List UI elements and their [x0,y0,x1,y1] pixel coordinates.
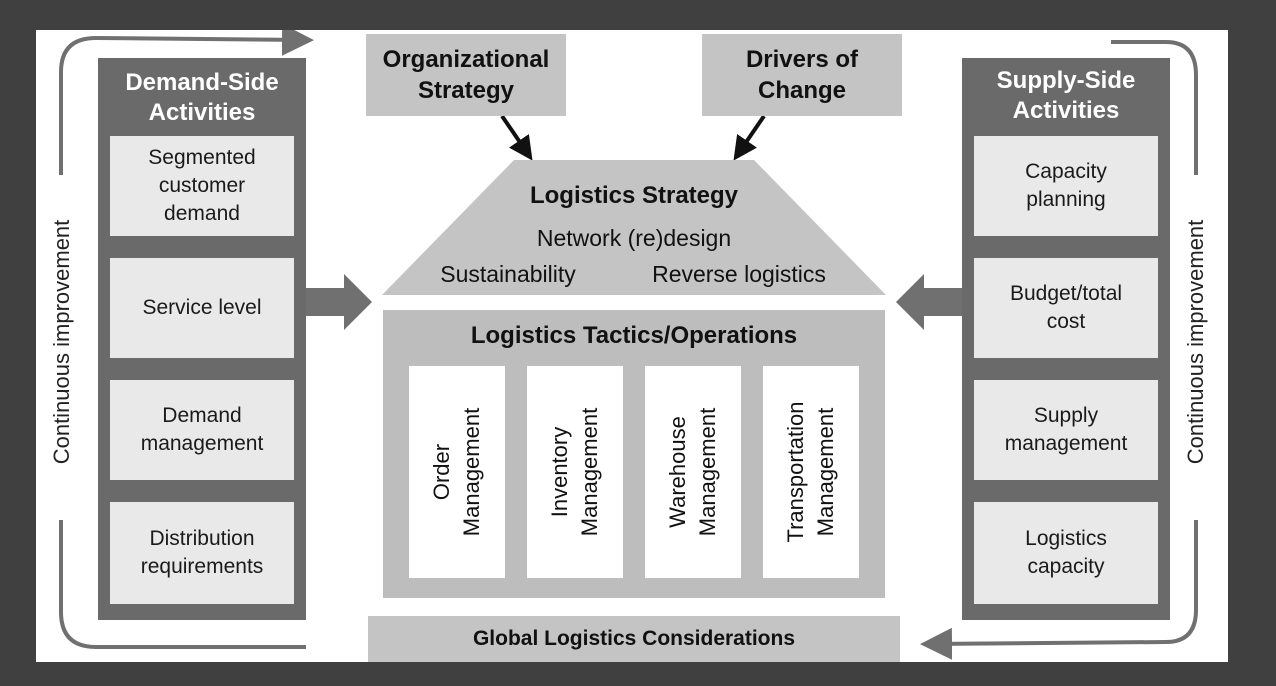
activity-supply-management: Supply management [974,380,1158,480]
transportation-management-label: Transportation Management [783,401,838,543]
reverse-logistics-label: Reverse logistics [652,260,826,287]
logistics-tactics-panel: Logistics Tactics/Operations Order Manag… [383,310,885,598]
activity-segmented-customer-demand: Segmented customer demand [110,136,294,236]
supply-side-title: Supply-Side Activities [996,67,1136,124]
logistics-strategy-shape [382,160,886,295]
activity-distribution-requirements: Distribution requirements [110,502,294,604]
continuous-improvement-left-label: Continuous improvement [49,219,74,465]
activity-service-level: Service level [110,258,294,358]
org-strategy-arrow [500,114,533,161]
order-management-label: Order Management [429,407,484,537]
warehouse-management-label: Warehouse Management [665,407,720,537]
demand-side-title: Demand-Side Activities [125,69,279,126]
drivers-arrow [733,114,766,161]
diagram-canvas: Demand-Side Activities Segmented custome… [36,30,1228,662]
demand-to-strategy-arrow [306,274,372,330]
diagram-connectors [48,30,1210,660]
global-logistics-considerations: Global Logistics Considerations [368,616,900,662]
sustainability-label: Sustainability [440,260,576,287]
order-management-box: Order Management [409,366,505,578]
logistics-tactics-title: Logistics Tactics/Operations [470,322,798,349]
activity-capacity-planning: Capacity planning [974,136,1158,236]
continuous-improvement-right-label: Continuous improvement [1183,219,1208,465]
warehouse-management-box: Warehouse Management [645,366,741,578]
logistics-strategy-title: Logistics Strategy [529,182,739,209]
inventory-management-label: Inventory Management [547,407,602,537]
activity-logistics-capacity: Logistics capacity [974,502,1158,604]
inventory-management-box: Inventory Management [527,366,623,578]
activity-demand-management: Demand management [110,380,294,480]
activity-budget-total-cost: Budget/total cost [974,258,1158,358]
supply-to-strategy-arrow [896,274,962,330]
demand-side-column: Demand-Side Activities Segmented custome… [98,58,306,620]
organizational-strategy-box: Organizational Strategy [366,34,566,116]
transportation-management-box: Transportation Management [763,366,859,578]
supply-side-column: Supply-Side Activities Capacity planning… [962,58,1170,620]
drivers-of-change-box: Drivers of Change [702,34,902,116]
network-redesign-label: Network (re)design [536,224,732,251]
